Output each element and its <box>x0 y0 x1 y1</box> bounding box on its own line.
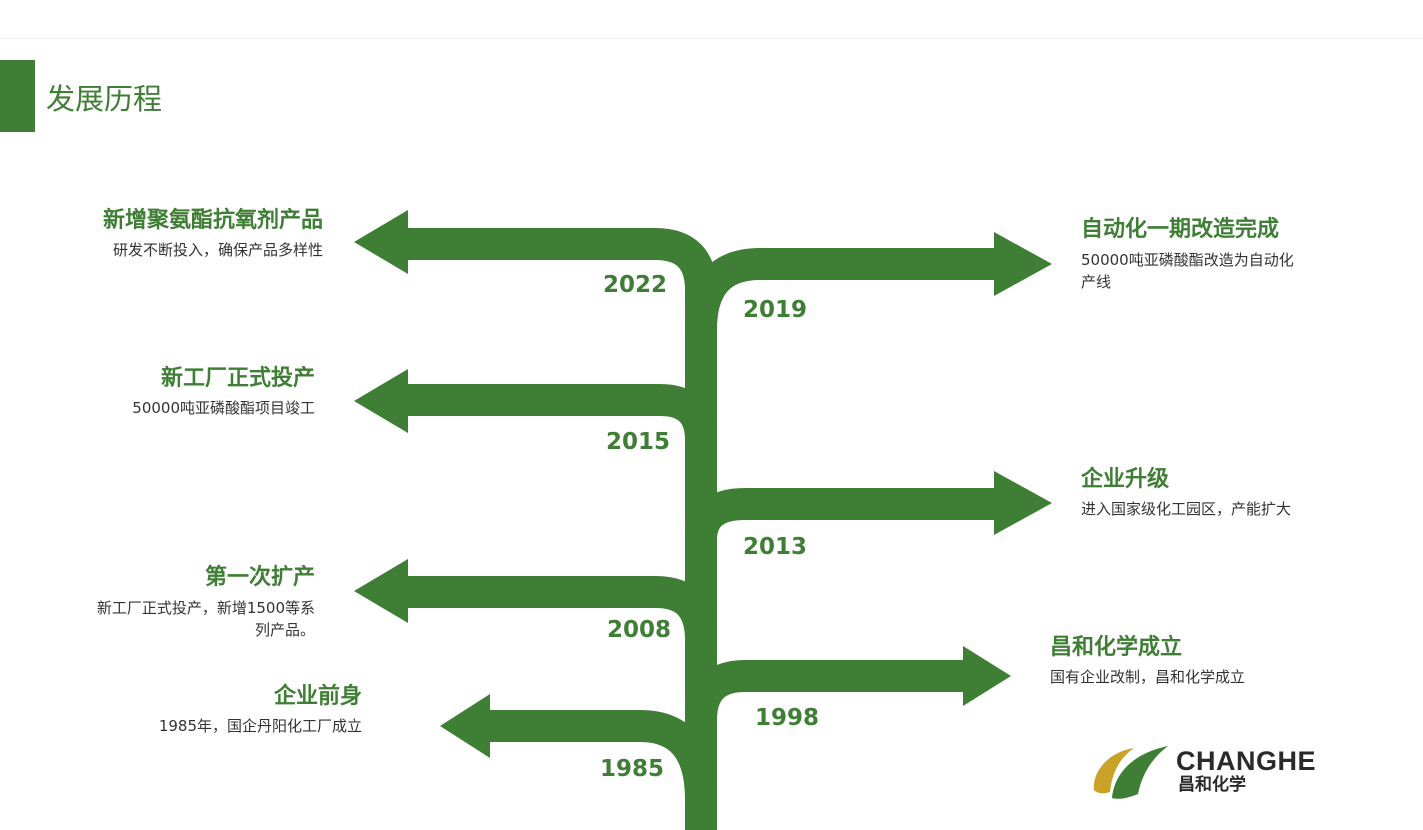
arrowhead-2013 <box>994 471 1052 535</box>
event-heading: 新增聚氨酯抗氧剂产品 <box>102 208 323 233</box>
event-description-line: 50000吨亚磷酸酯改造为自动化 <box>1081 251 1294 269</box>
year-label-2019: 2019 <box>743 297 808 323</box>
event-description: 1985年，国企丹阳化工厂成立 <box>158 717 362 735</box>
arrowhead-2022 <box>354 210 408 274</box>
branch-2008 <box>405 576 717 641</box>
year-label-1998: 1998 <box>755 705 820 731</box>
event-description: 50000吨亚磷酸酯项目竣工 <box>132 399 315 417</box>
event-1998: 昌和化学成立 国有企业改制，昌和化学成立 <box>1050 633 1245 687</box>
arrowhead-1998 <box>963 646 1011 706</box>
branch-2013 <box>685 488 1000 542</box>
event-2019: 自动化一期改造完成 50000吨亚磷酸酯改造为自动化 产线 <box>1081 215 1294 293</box>
changhe-logo: CHANGHE 昌和化学 <box>1090 742 1330 802</box>
event-2022: 新增聚氨酯抗氧剂产品 研发不断投入，确保产品多样性 <box>103 206 323 260</box>
event-2013: 企业升级 进入国家级化工园区，产能扩大 <box>1081 465 1291 519</box>
swoosh-leaf-icon <box>1093 746 1168 799</box>
title-accent-bar <box>0 60 35 132</box>
event-2015: 新工厂正式投产 50000吨亚磷酸酯项目竣工 <box>132 364 315 418</box>
event-description: 进入国家级化工园区，产能扩大 <box>1081 500 1292 518</box>
event-heading: 企业前身 <box>273 684 362 709</box>
branch-2019 <box>685 248 1000 331</box>
event-2008: 第一次扩产 新工厂正式投产，新增1500等系 列产品。 <box>97 563 315 641</box>
event-1985: 企业前身 1985年，国企丹阳化工厂成立 <box>159 682 362 736</box>
arrowhead-2019 <box>994 232 1052 296</box>
brand-name-en: CHANGHE <box>1176 746 1317 776</box>
top-divider <box>0 38 1423 39</box>
event-heading: 自动化一期改造完成 <box>1081 217 1280 242</box>
event-description-line: 新工厂正式投产，新增1500等系 <box>96 599 315 617</box>
year-label-2015: 2015 <box>606 429 671 455</box>
event-description-line: 产线 <box>1081 273 1112 291</box>
branch-1985 <box>490 710 717 801</box>
event-description: 国有企业改制，昌和化学成立 <box>1050 668 1246 686</box>
event-heading: 第一次扩产 <box>204 565 315 590</box>
event-heading: 昌和化学成立 <box>1050 635 1183 660</box>
year-label-2008: 2008 <box>607 617 672 643</box>
branch-2015 <box>405 384 717 441</box>
arrowhead-2008 <box>354 559 408 623</box>
arrowhead-2015 <box>354 369 408 433</box>
event-heading: 企业升级 <box>1081 467 1170 492</box>
event-heading: 新工厂正式投产 <box>160 366 315 391</box>
event-description: 研发不断投入，确保产品多样性 <box>112 241 323 259</box>
arrowhead-1985 <box>440 694 490 758</box>
page-title: 发展历程 <box>46 82 163 116</box>
event-description-line: 列产品。 <box>254 621 315 639</box>
year-label-1985: 1985 <box>600 756 665 782</box>
year-label-2022: 2022 <box>603 272 668 298</box>
year-label-2013: 2013 <box>743 534 808 560</box>
brand-name-cn: 昌和化学 <box>1178 775 1246 795</box>
branch-1998 <box>685 660 965 721</box>
